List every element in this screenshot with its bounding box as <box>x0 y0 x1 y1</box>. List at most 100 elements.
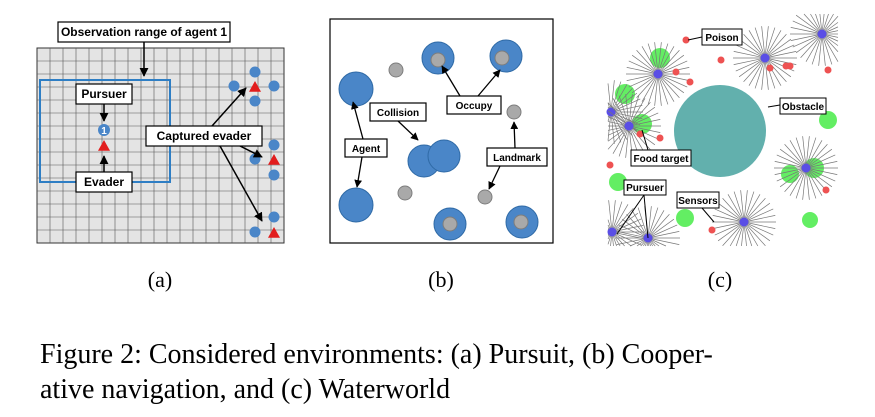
sensor-ray <box>743 208 774 223</box>
evader-marker <box>268 227 280 238</box>
sensor-ray <box>764 57 782 86</box>
sensor-ray <box>714 221 745 236</box>
sensor-ray <box>754 27 766 59</box>
pursuer-c-label: Pursuer <box>626 183 664 194</box>
poison-dot <box>682 36 690 44</box>
sensor-ray <box>610 98 641 113</box>
sensor-ray <box>789 140 807 169</box>
landmark-label: Landmark <box>493 153 541 164</box>
sensor-ray <box>628 125 661 133</box>
panel-pursuit: 1 Observation range of agent 1 Pursuer E… <box>36 21 285 292</box>
observation-range-callout: Observation range of agent 1 <box>57 21 231 77</box>
sensor-ray <box>740 190 745 223</box>
pursuer-marker <box>268 211 280 223</box>
sensor-ray <box>805 137 817 169</box>
agent-circle <box>338 187 374 223</box>
poison-dot <box>672 68 680 76</box>
sensor-ray <box>610 87 633 113</box>
sensor-ray <box>743 33 766 59</box>
sensor-ray <box>611 225 644 233</box>
sensor-ray <box>628 101 651 127</box>
sensor-ray <box>784 167 807 193</box>
landmark-circle <box>513 214 529 230</box>
sensor-ray <box>610 92 638 113</box>
sensor-ray <box>631 54 659 75</box>
sensor-ray <box>805 167 810 200</box>
pursuer-dot <box>653 69 663 79</box>
sensor-ray <box>628 125 646 154</box>
sensor-ray <box>636 73 659 99</box>
sensor-ray <box>733 51 766 59</box>
collision-callout: Collision <box>369 102 427 141</box>
collision-label: Collision <box>377 108 419 119</box>
agent-number: 1 <box>101 126 107 137</box>
sensor-ray <box>805 167 836 182</box>
sensor-ray <box>729 221 745 247</box>
sensor-ray <box>805 167 838 175</box>
sensor-ray <box>805 136 810 169</box>
poison-dot <box>766 64 774 72</box>
sensor-ray <box>657 73 680 99</box>
sensor-ray <box>821 33 833 65</box>
sensor-ray <box>610 84 628 113</box>
subfigure-label-b: (b) <box>428 267 454 292</box>
sensor-ray <box>805 148 833 169</box>
sensor-ray <box>805 167 823 196</box>
sensor-ray <box>805 161 838 169</box>
sensor-ray <box>610 105 643 113</box>
landmark-circle <box>477 189 493 205</box>
sensor-ray <box>628 98 646 127</box>
sensor-ray <box>811 33 823 65</box>
sensor-ray <box>805 33 823 62</box>
pursuer-marker <box>268 80 280 92</box>
poison-callout: Poison <box>687 28 743 46</box>
sensor-ray <box>647 224 678 239</box>
poison-dot <box>606 161 614 169</box>
sensor-ray <box>612 125 630 154</box>
sensor-ray <box>805 154 836 169</box>
food-target-callout: Food target <box>630 129 692 167</box>
sensor-ray <box>647 218 675 239</box>
food-target <box>609 173 627 191</box>
sensor-ray <box>754 57 766 89</box>
sensor-ray <box>628 125 659 140</box>
food-target <box>615 84 635 104</box>
sensor-ray <box>654 42 659 75</box>
landmark-circle <box>430 52 446 68</box>
pursuer-marker <box>249 95 261 107</box>
sensor-ray <box>738 57 766 78</box>
sensor-ray <box>717 221 745 242</box>
sensor-ray <box>764 30 782 59</box>
poison-dot <box>822 186 830 194</box>
sensor-ray <box>743 221 774 236</box>
sensors-callout: Sensors <box>676 191 720 223</box>
pursuer-marker <box>249 66 261 78</box>
sensor-ray <box>631 210 649 239</box>
observation-range-label: Observation range of agent 1 <box>61 25 227 39</box>
sensor-ray <box>764 38 792 59</box>
sensor-ray <box>657 73 675 102</box>
sensor-ray <box>789 167 807 196</box>
sensor-ray <box>647 231 680 239</box>
obstacle-callout: Obstacle <box>767 97 827 115</box>
sensor-ray <box>748 30 766 59</box>
poison-dot <box>636 130 644 138</box>
sensor-ray <box>610 111 633 137</box>
figure-caption-line-1: Figure 2: Considered environments: (a) P… <box>40 339 713 370</box>
sensor-ray <box>657 43 669 75</box>
sensor-ray <box>795 137 807 169</box>
pursuer-with-sensors <box>712 190 776 247</box>
sensor-ray <box>733 57 766 65</box>
sensor-ray <box>743 202 771 223</box>
poison-dot <box>786 62 794 70</box>
sensor-ray <box>761 57 766 90</box>
sensor-ray <box>764 27 776 59</box>
pursuer-dot <box>624 121 634 131</box>
sensor-ray <box>743 57 766 83</box>
sensor-ray <box>618 125 630 157</box>
sensor-ray <box>743 190 748 223</box>
sensors-label: Sensors <box>678 196 718 207</box>
sensor-ray <box>621 218 649 239</box>
pursuer-with-sensors <box>774 136 838 200</box>
